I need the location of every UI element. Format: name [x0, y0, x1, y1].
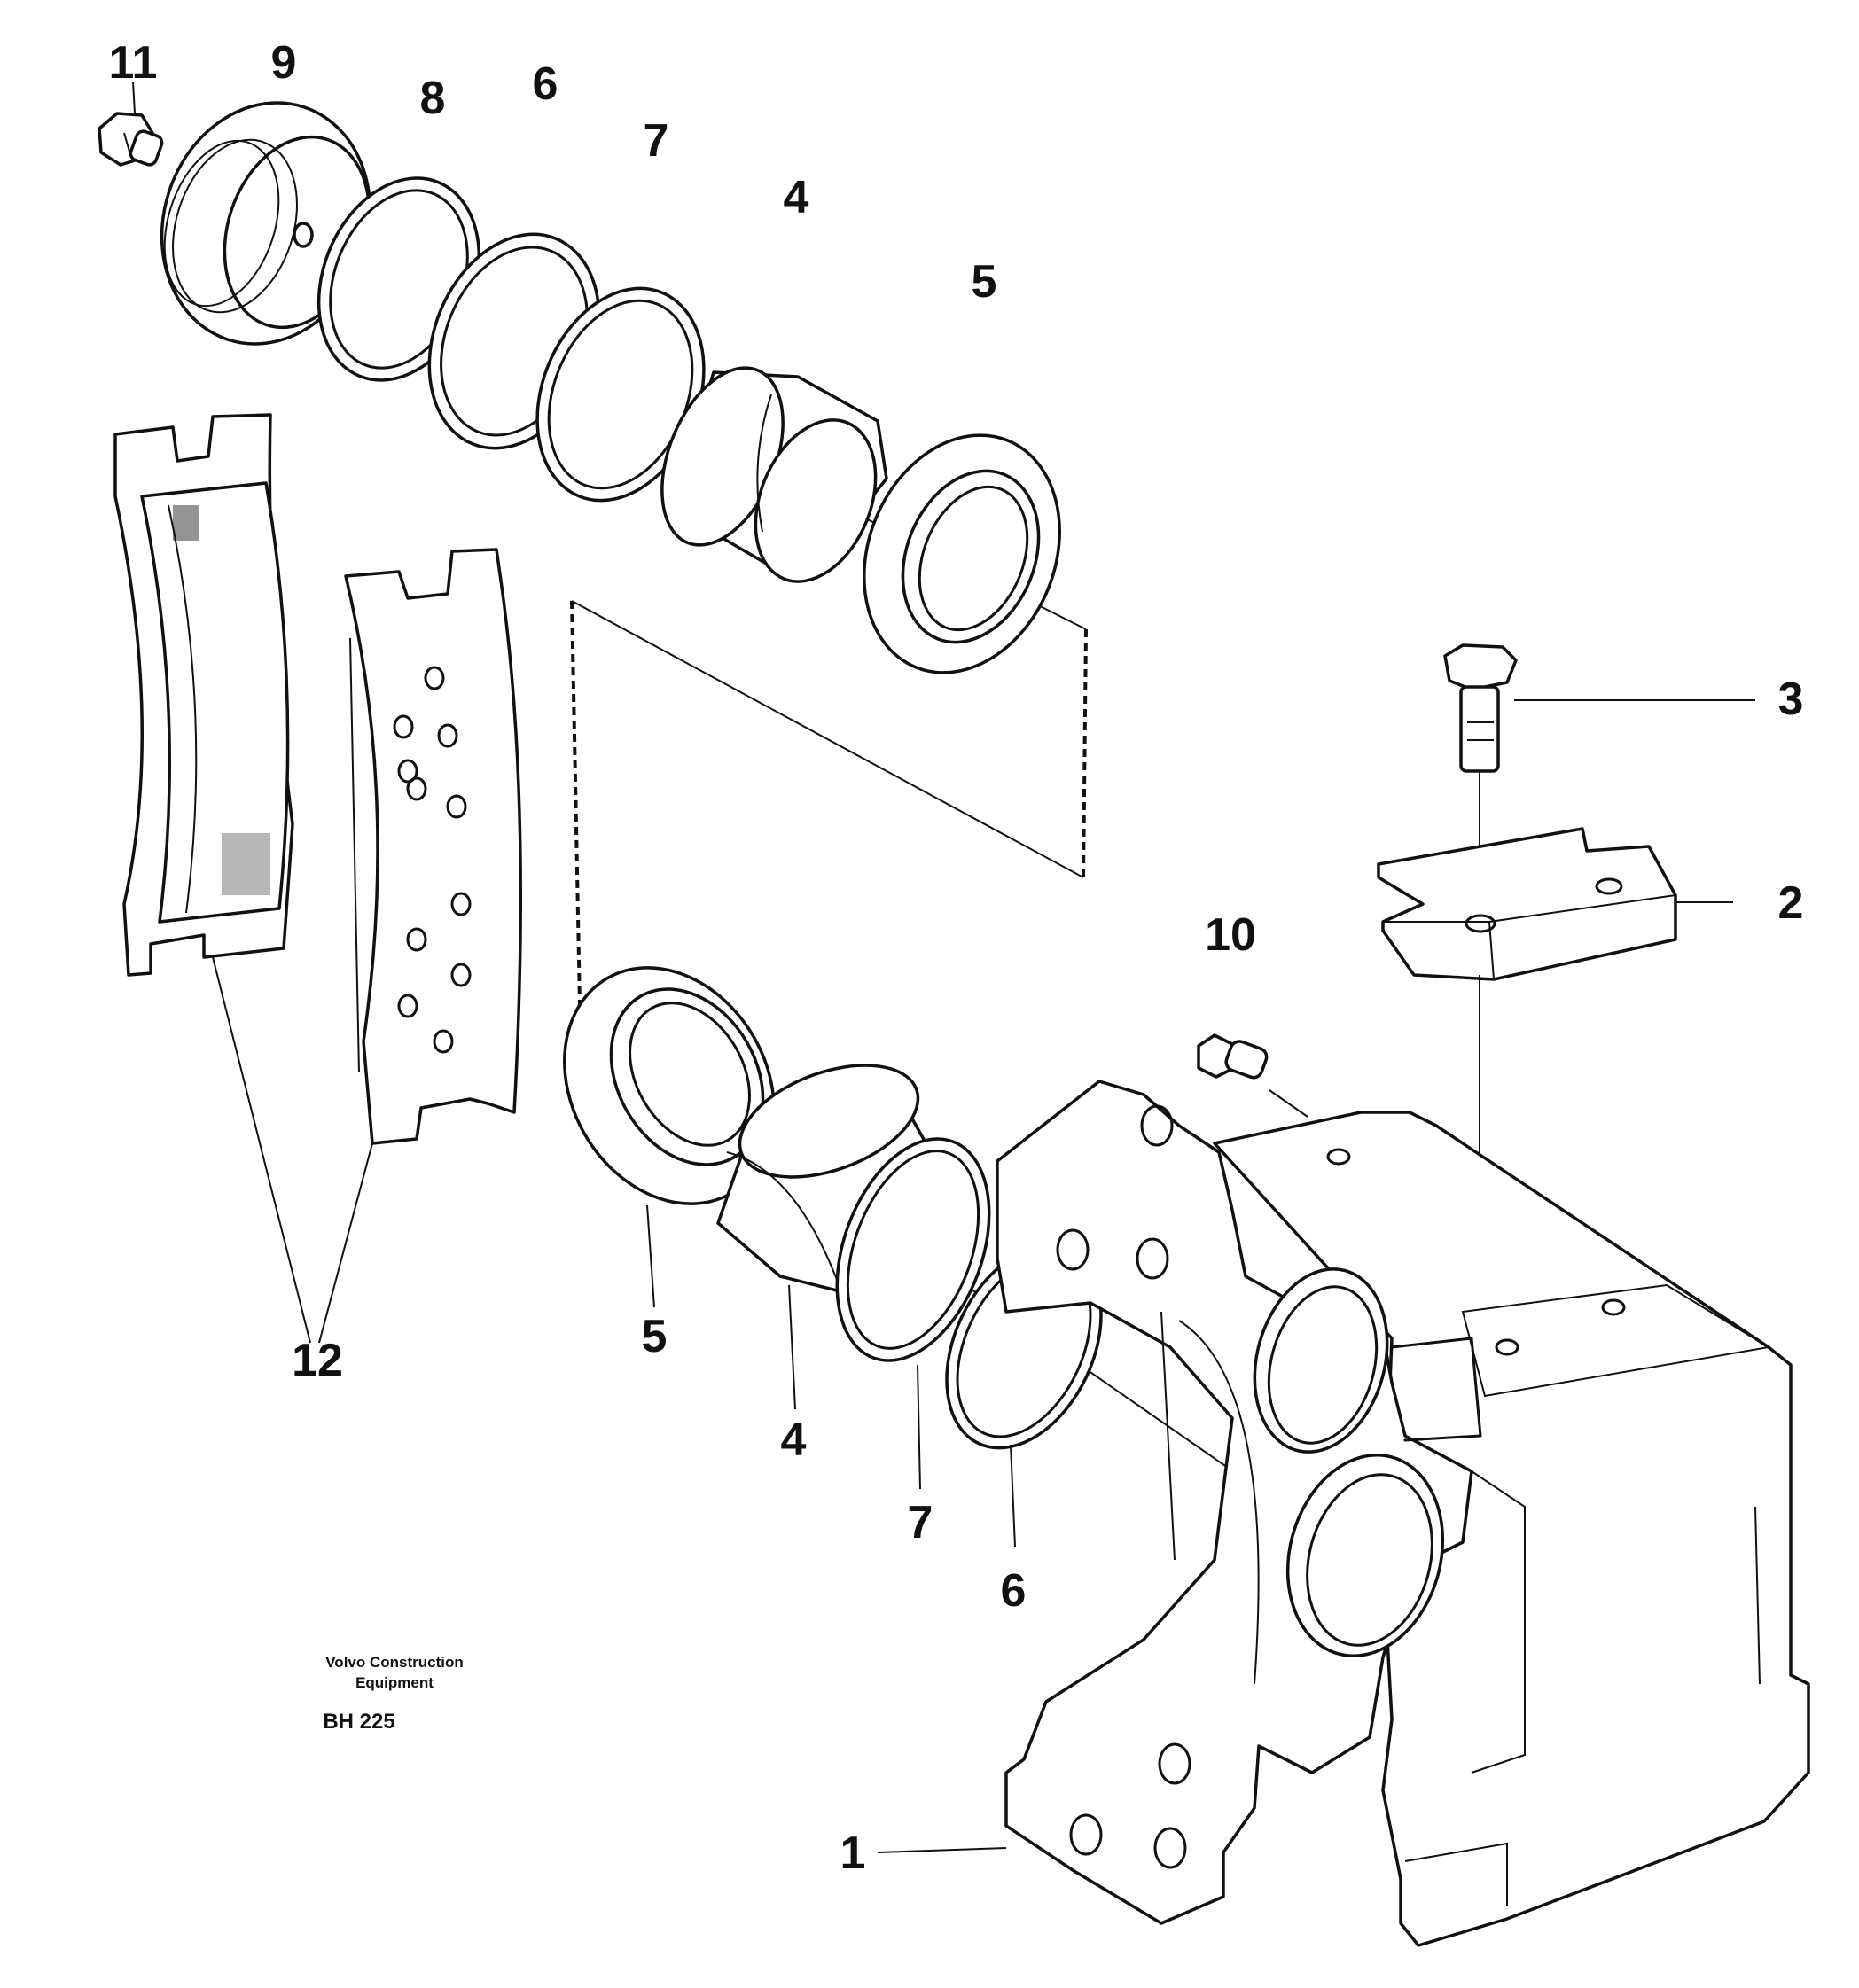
brake-pad-part-12-right — [344, 548, 523, 1145]
callout-8: 8 — [420, 73, 446, 124]
brand-name-line-2: Equipment — [355, 1674, 434, 1691]
dust-seal-part-5-lower — [563, 966, 776, 1205]
callout-5-upper: 5 — [972, 256, 997, 308]
caliper-housing-part-1 — [996, 1080, 1810, 1947]
callout-6-upper: 6 — [533, 58, 558, 110]
callout-12: 12 — [292, 1335, 343, 1386]
dust-seal-part-5-upper — [863, 433, 1061, 674]
callout-1: 1 — [840, 1828, 866, 1879]
seal-ring-part-7-lower — [835, 1137, 991, 1362]
callout-9: 9 — [271, 37, 297, 89]
brake-pad-part-12-left — [113, 413, 294, 977]
bolt-part-3 — [1443, 643, 1518, 917]
callout-11: 11 — [109, 37, 158, 89]
dashed-reference-outline — [570, 600, 1088, 1051]
pad-backing-holes — [393, 666, 472, 1054]
callout-4-lower: 4 — [781, 1415, 807, 1466]
callout-10: 10 — [1205, 909, 1256, 961]
callout-7-upper: 7 — [644, 115, 669, 167]
callout-2: 2 — [1778, 877, 1804, 929]
brand-name-line-1: Volvo Construction — [325, 1654, 464, 1671]
leader-lines — [132, 81, 1755, 1853]
callout-5-lower: 5 — [642, 1311, 668, 1362]
figure-code: BH 225 — [323, 1710, 394, 1734]
bleed-screw-part-11 — [98, 112, 164, 167]
callout-7-lower: 7 — [908, 1497, 933, 1548]
grease-nipple-part-10 — [1197, 1033, 1308, 1118]
callout-4-upper: 4 — [784, 172, 809, 223]
callout-6-lower: 6 — [1001, 1565, 1027, 1617]
piston-part-4-upper — [660, 366, 888, 583]
callout-3: 3 — [1778, 674, 1804, 725]
